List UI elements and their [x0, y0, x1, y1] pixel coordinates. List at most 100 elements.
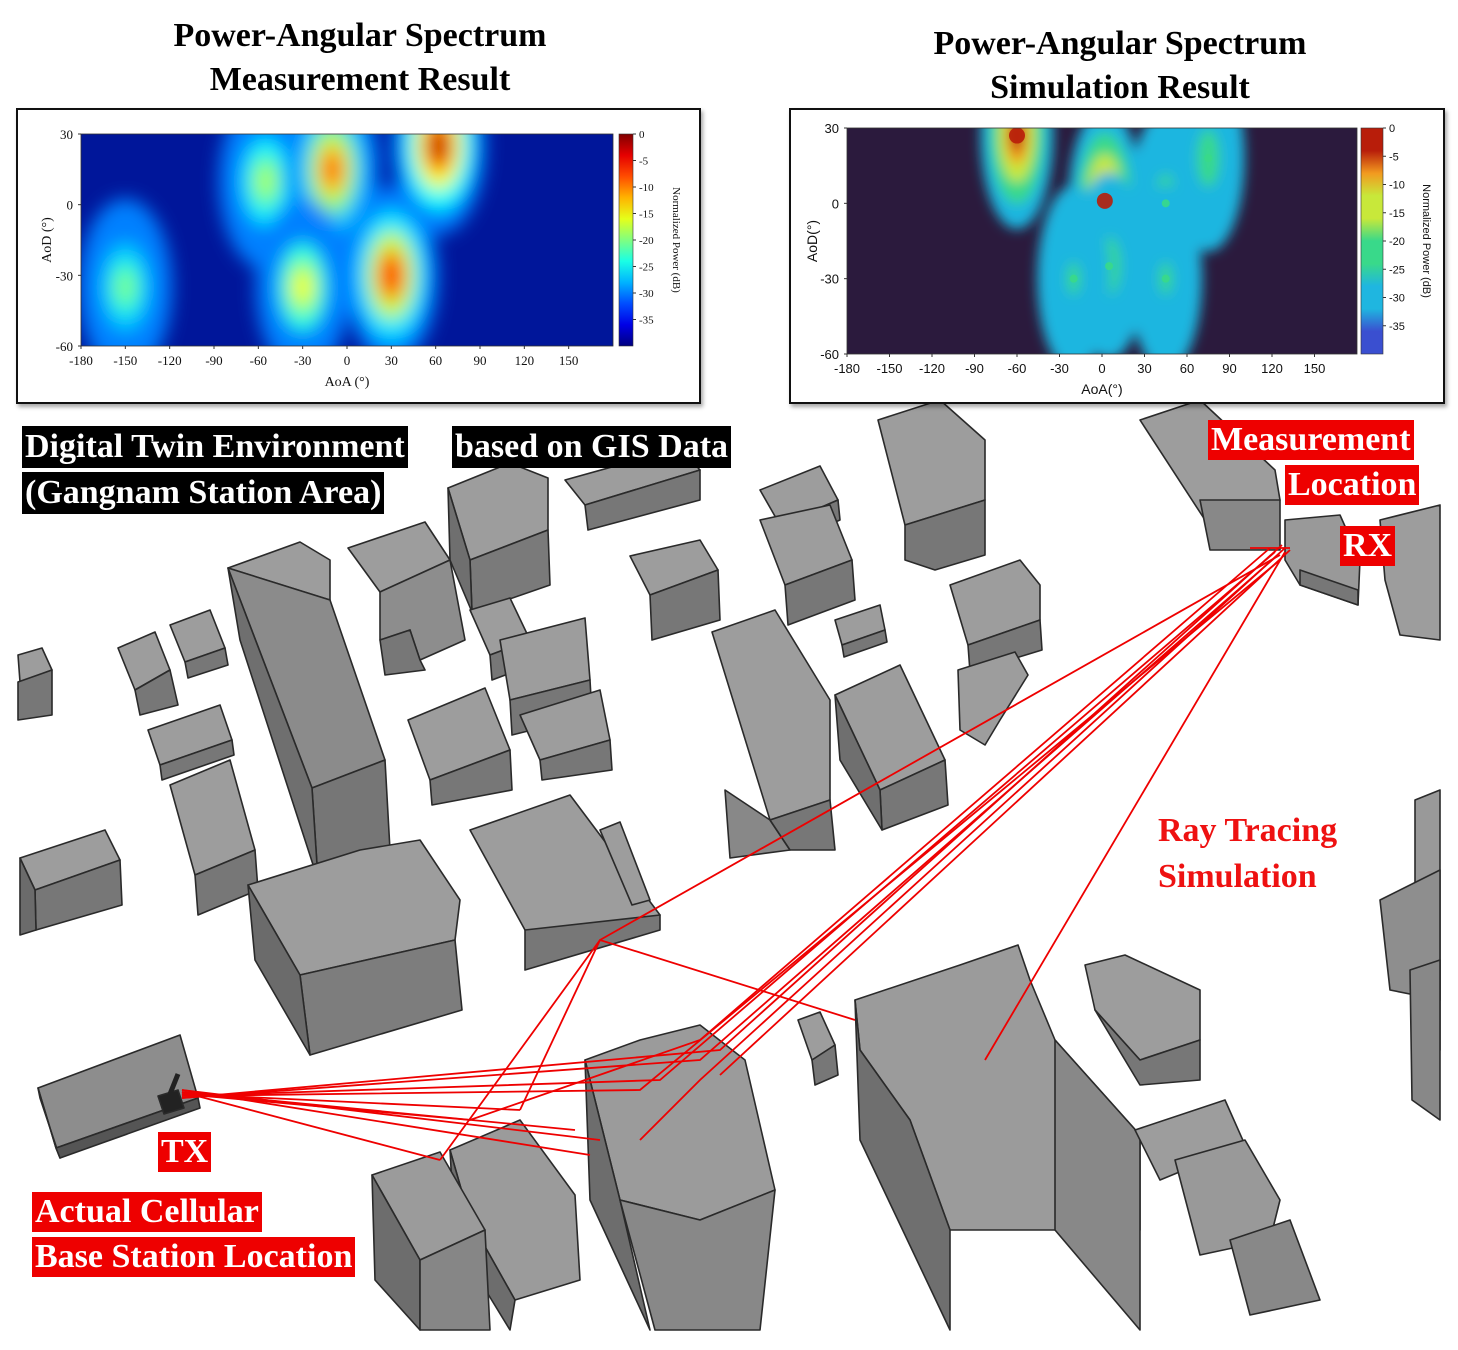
- x-tick-label: -60: [1008, 361, 1027, 376]
- x-tick-label: 30: [1137, 361, 1151, 376]
- building: [371, 1151, 491, 1331]
- hotspot: [81, 198, 173, 346]
- base-station-label-line1: Actual Cellular: [32, 1192, 262, 1232]
- tx-antenna-icon: [157, 1073, 185, 1115]
- colorbar-tick-label: -15: [1389, 208, 1405, 220]
- building: [584, 1024, 776, 1331]
- x-tick-label: -120: [158, 353, 182, 368]
- y-tick-label: 0: [832, 196, 839, 211]
- building: [19, 829, 123, 936]
- building: [17, 647, 53, 721]
- hotspot: [344, 186, 439, 346]
- location-label: Location: [1285, 465, 1420, 505]
- ray-point: [1096, 192, 1113, 209]
- colorbar-tick-label: -10: [639, 182, 654, 194]
- x-tick-label: 120: [1261, 361, 1283, 376]
- hotspot-layer: [294, 271, 311, 303]
- digital-twin-label-part1: Digital Twin Environment: [22, 426, 408, 468]
- building: [957, 651, 1029, 746]
- measurement-title-line1: Power-Angular Spectrum: [173, 17, 547, 54]
- x-tick-label: 150: [559, 353, 579, 368]
- building: [247, 839, 463, 1056]
- ray-point: [1105, 262, 1114, 271]
- building: [469, 794, 661, 971]
- y-tick-label: -60: [820, 347, 839, 362]
- building: [854, 944, 1141, 1331]
- building: [1379, 869, 1441, 1121]
- colorbar-tick-label: 0: [639, 129, 645, 141]
- digital-twin-label-part2: based on GIS Data: [452, 426, 732, 468]
- colorbar-tick-label: 0: [1389, 123, 1395, 135]
- ray-tracing-label: Ray Tracing Simulation: [1158, 808, 1337, 900]
- power-field: [980, 128, 1245, 354]
- colorbar: [1360, 127, 1384, 355]
- colorbar-tick-label: -5: [639, 156, 649, 168]
- y-axis-label: AoD(°): [804, 220, 820, 262]
- y-tick-label: -60: [56, 339, 73, 354]
- y-tick-label: -30: [56, 268, 73, 283]
- colorbar-tick-label: -5: [1389, 151, 1399, 163]
- buildings: [17, 399, 1441, 1331]
- hotspot: [1037, 185, 1111, 354]
- base-station-label-line2: Base Station Location: [32, 1237, 356, 1277]
- x-tick-label: 90: [1222, 361, 1236, 376]
- building: [169, 759, 259, 916]
- colorbar-tick-label: -35: [639, 315, 654, 327]
- building: [759, 504, 856, 626]
- hotspot-layer: [430, 134, 447, 162]
- ray-tracing-line1: Ray Tracing: [1158, 812, 1338, 849]
- building: [147, 704, 235, 781]
- colorbar-tick-label: -25: [1389, 264, 1405, 276]
- colorbar-tick-label: -20: [1389, 236, 1405, 248]
- ray-tracing-line2: Simulation: [1158, 858, 1317, 895]
- building: [949, 559, 1043, 673]
- hotspot-layer: [117, 271, 134, 303]
- building: [1134, 1099, 1321, 1316]
- colorbar-tick-label: -35: [1389, 321, 1405, 333]
- building: [447, 462, 551, 613]
- x-tick-label: 30: [385, 353, 398, 368]
- ray-point: [1161, 199, 1170, 208]
- building: [227, 541, 391, 881]
- x-tick-label: -90: [205, 353, 222, 368]
- area-label: (Gangnam Station Area): [22, 472, 385, 514]
- x-tick-label: -60: [250, 353, 267, 368]
- hotspot-layer: [324, 154, 341, 185]
- y-tick-label: 30: [825, 121, 839, 136]
- building: [1084, 954, 1201, 1086]
- colorbar-tick-label: -30: [1389, 293, 1405, 305]
- plot-area: [847, 128, 1357, 354]
- simulation-title-line1: Power-Angular Spectrum: [933, 25, 1307, 62]
- x-tick-label: 120: [515, 353, 535, 368]
- hotspot: [391, 134, 486, 235]
- x-tick-label: 60: [1180, 361, 1194, 376]
- building: [347, 521, 466, 676]
- y-tick-label: -30: [820, 272, 839, 287]
- y-tick-label: 30: [60, 127, 73, 142]
- x-tick-label: -30: [1050, 361, 1069, 376]
- ray-point: [1161, 274, 1170, 283]
- rx-label: RX: [1340, 526, 1396, 566]
- ray-paths: [181, 544, 1291, 1161]
- hotspot-layer: [257, 165, 274, 197]
- plot-area: [81, 134, 613, 346]
- x-tick-label: -90: [965, 361, 984, 376]
- building: [834, 664, 949, 831]
- hotspot: [1171, 128, 1245, 252]
- building: [169, 609, 229, 679]
- colorbar-tick-label: -30: [639, 288, 654, 300]
- building: [519, 689, 613, 781]
- tx-label: TX: [158, 1132, 212, 1172]
- x-tick-label: -180: [69, 353, 93, 368]
- x-tick-label: -180: [834, 361, 860, 376]
- y-axis-label: AoD (°): [40, 217, 55, 263]
- colorbar: [618, 133, 634, 347]
- x-tick-label: 90: [474, 353, 487, 368]
- ray-point: [1204, 154, 1213, 163]
- x-tick-label: -30: [294, 353, 311, 368]
- x-tick-label: 150: [1304, 361, 1326, 376]
